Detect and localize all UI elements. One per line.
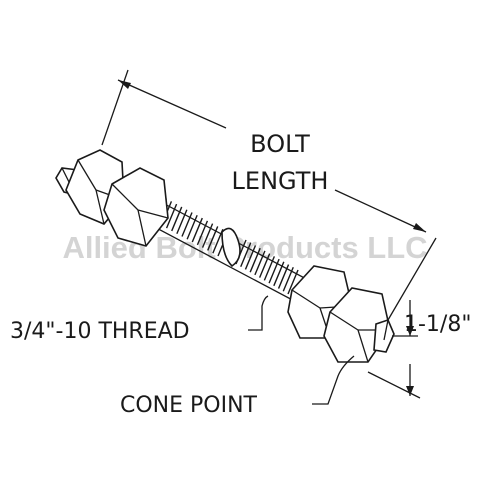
thread-line	[240, 242, 252, 267]
point-length-dimension	[367, 300, 421, 399]
thread-line	[176, 209, 188, 234]
thread-line	[254, 250, 266, 276]
right-cone-point	[373, 319, 395, 353]
thread-line	[277, 264, 290, 289]
cone-point-label: CONE POINT	[120, 393, 258, 418]
break-symbol	[221, 227, 241, 268]
thread-line	[207, 226, 219, 251]
point-length-label: 1-1/8"	[404, 312, 471, 337]
thread-line	[165, 203, 178, 229]
bolt-length-dimension	[101, 69, 437, 321]
thread-label: 3/4"-10 THREAD	[10, 319, 190, 344]
thread-line	[181, 212, 193, 237]
thread-line	[212, 228, 224, 254]
thread-leader	[248, 295, 269, 331]
left-nut-inner	[103, 167, 169, 247]
thread-line	[249, 247, 261, 273]
thread-line	[191, 217, 203, 243]
thread-line	[244, 245, 257, 270]
bolt-length-label-line1: BOLT	[250, 130, 310, 158]
thread-line	[287, 269, 299, 295]
cone-point-leader	[312, 355, 355, 405]
thread-line	[258, 253, 271, 278]
thread-line	[282, 267, 294, 292]
thread-line	[171, 206, 183, 232]
thread-line	[196, 220, 209, 246]
thread-line	[268, 258, 280, 284]
thread-line	[186, 215, 198, 240]
thread-line	[273, 261, 285, 287]
thread-line	[263, 256, 276, 281]
thread-line	[201, 223, 214, 248]
bolt-length-label-line2: LENGTH	[232, 167, 329, 195]
